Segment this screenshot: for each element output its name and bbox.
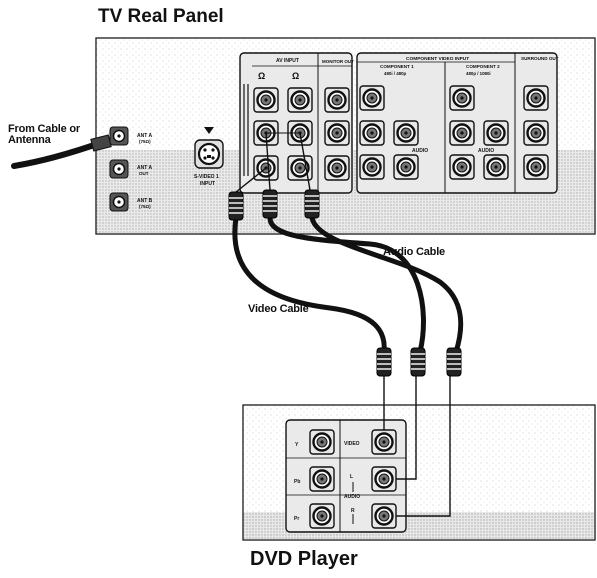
dvd-audio-l-plug — [410, 347, 426, 377]
dvd-player-panel: Y Pb Pr VIDEO L AUDIO R — [242, 404, 596, 541]
comp2-audio-l-jack[interactable] — [482, 119, 510, 147]
dvd-pr-label: Pr — [294, 516, 299, 522]
video-cable-label: Video Cable — [248, 303, 309, 315]
tv-video-plug — [228, 191, 244, 221]
surround-out-top-jack[interactable] — [522, 84, 550, 112]
ant-b-label: ANT B — [137, 198, 153, 204]
monitor-audio-r-jack[interactable] — [323, 154, 351, 182]
ant-b-sub-label: (75Ω) — [139, 204, 151, 209]
ant-out-label: ANT A — [137, 165, 152, 171]
dvd-audio-r-plug — [446, 347, 462, 377]
av-input-1-icon: Ω — [258, 71, 265, 81]
dvd-pr-jack[interactable] — [308, 502, 336, 530]
dvd-y-jack[interactable] — [308, 428, 336, 456]
monitor-audio-l-jack[interactable] — [323, 119, 351, 147]
surround-out-label: SURROUND OUT — [521, 56, 559, 61]
dvd-pb-jack[interactable] — [308, 465, 336, 493]
av-input-2-icon: Ω — [292, 71, 299, 81]
dvd-video-plug — [376, 347, 392, 377]
dvd-audio-l-label: L — [350, 474, 353, 480]
svideo-input-label: INPUT — [200, 181, 215, 187]
comp2-pr-jack[interactable] — [448, 153, 476, 181]
ant-a-jack[interactable] — [109, 126, 129, 146]
antenna-cable — [11, 134, 112, 169]
ant-b-jack[interactable] — [109, 192, 129, 212]
dvd-audio-label: AUDIO — [344, 494, 360, 500]
from-cable-label: From Cable or Antenna — [8, 123, 80, 146]
svideo-input[interactable]: S-VIDEO 1 INPUT — [194, 127, 224, 187]
comp1-audio-r-jack[interactable] — [392, 153, 420, 181]
dvd-audio-r-jack[interactable] — [370, 502, 398, 530]
dvd-pb-label: Pb — [294, 479, 300, 485]
dvd-audio-r-label: R — [351, 508, 355, 514]
video-cable — [232, 215, 387, 430]
comp2-pb-jack[interactable] — [448, 119, 476, 147]
dvd-video-label: VIDEO — [344, 441, 360, 447]
comp2-audio-label: AUDIO — [478, 148, 494, 154]
tv-audio-r-plug — [304, 189, 320, 219]
comp1-pr-jack[interactable] — [358, 153, 386, 181]
down-arrow-icon — [204, 127, 214, 134]
component1-label: COMPONENT 1 — [380, 64, 414, 69]
av1-video-jack[interactable] — [252, 86, 280, 114]
dvd-player-title: DVD Player — [250, 548, 358, 570]
tv-plugs — [228, 132, 320, 221]
dvd-plugs — [376, 347, 462, 377]
comp2-y-jack[interactable] — [448, 84, 476, 112]
av2-audio-r-jack[interactable] — [286, 154, 314, 182]
av2-video-jack[interactable] — [286, 86, 314, 114]
surround-out-r-jack[interactable] — [522, 153, 550, 181]
dvd-audio-l-jack[interactable] — [370, 465, 398, 493]
monitor-out-label: MONITOR OUT — [322, 59, 354, 64]
dvd-y-label: Y — [295, 442, 299, 448]
component-video-block: COMPONENT VIDEO INPUT COMPONENT 1 480i /… — [356, 52, 559, 194]
antenna-jacks: ANT A (75Ω) ANT A OUT ANT B (75Ω) — [109, 126, 153, 212]
component-video-input-label: COMPONENT VIDEO INPUT — [406, 56, 469, 62]
comp1-audio-l-jack[interactable] — [392, 119, 420, 147]
dvd-video-jack[interactable] — [370, 428, 398, 456]
surround-out-l-jack[interactable] — [522, 119, 550, 147]
svideo-label: S-VIDEO 1 — [194, 174, 219, 180]
comp1-audio-label: AUDIO — [412, 148, 428, 154]
av-input-block: AV INPUT MONITOR OUT Ω Ω — [239, 52, 354, 194]
component1-res-label: 480i / 480p — [384, 71, 407, 76]
component2-res-label: 480p / 1080i — [466, 71, 491, 76]
tv-panel-title: TV Real Panel — [98, 6, 224, 27]
ant-out-sub-label: OUT — [139, 171, 149, 176]
tv-audio-l-plug — [262, 189, 278, 219]
av-input-label: AV INPUT — [276, 58, 299, 64]
component2-label: COMPONENT 2 — [466, 64, 500, 69]
comp2-audio-r-jack[interactable] — [482, 153, 510, 181]
ant-a-sub-label: (75Ω) — [139, 139, 151, 144]
audio-cable — [267, 215, 464, 517]
ant-a-label: ANT A — [137, 133, 152, 139]
ant-out-jack[interactable] — [109, 159, 129, 179]
comp1-y-jack[interactable] — [358, 84, 386, 112]
comp1-pb-jack[interactable] — [358, 119, 386, 147]
monitor-video-jack[interactable] — [323, 86, 351, 114]
